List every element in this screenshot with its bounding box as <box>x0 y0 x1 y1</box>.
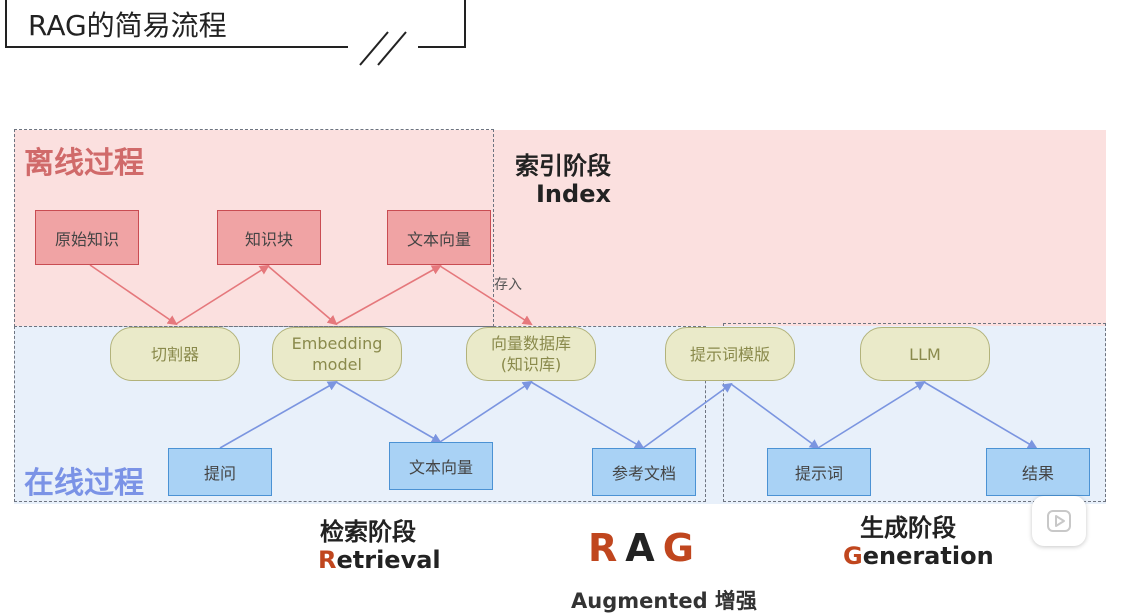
generation-first-letter: G <box>843 542 863 570</box>
retrieval-rest: etrieval <box>336 546 441 574</box>
rag-acronym: RAG <box>588 526 702 570</box>
edge-label-store: 存入 <box>494 277 522 293</box>
node-online-text-vector: 文本向量 <box>389 442 493 490</box>
vector-db-line-2: (知识库) <box>500 355 562 374</box>
play-icon <box>1047 510 1071 532</box>
index-stage-subtitle: Index <box>536 180 611 208</box>
rag-letter-a: A <box>625 526 663 570</box>
offline-process-label: 离线过程 <box>24 146 144 181</box>
generation-region-frame <box>723 323 1106 502</box>
vector-db-line-1: 向量数据库 <box>490 334 571 353</box>
retrieval-first-letter: R <box>318 546 337 574</box>
node-raw-knowledge: 原始知识 <box>35 210 139 265</box>
arrow-llm-to-result <box>923 381 1038 450</box>
arrow-textvec-to-vectordb <box>439 265 533 326</box>
arrow-refdocs-to-template <box>642 382 733 449</box>
augmented-label: Augmented 增强 <box>571 589 757 613</box>
node-reference-documents: 参考文档 <box>592 448 696 496</box>
node-embedding-model: Embedding model <box>272 327 402 381</box>
node-offline-text-vectors: 文本向量 <box>387 210 491 265</box>
offline-band <box>14 130 1106 326</box>
generation-stage-subtitle: Generation <box>843 542 994 570</box>
rag-letter-r: R <box>588 526 626 570</box>
embedding-line-1: Embedding <box>291 334 383 353</box>
generation-stage-title: 生成阶段 <box>860 514 956 542</box>
arrow-template-to-prompt <box>730 383 820 450</box>
retrieval-stage-title: 检索阶段 <box>320 518 416 546</box>
arrow-online-textvec-to-vectordb <box>439 380 533 443</box>
node-result: 结果 <box>986 448 1090 496</box>
node-splitter: 切割器 <box>110 327 240 381</box>
node-question: 提问 <box>168 448 272 496</box>
node-prompt-template: 提示词模版 <box>665 327 795 381</box>
node-llm: LLM <box>860 327 990 381</box>
arrow-splitter-to-chunks <box>175 264 270 325</box>
title-slash-marks <box>359 31 407 66</box>
embedding-line-2: model <box>312 355 362 374</box>
retrieval-region-frame <box>14 326 706 502</box>
node-knowledge-chunks: 知识块 <box>217 210 321 265</box>
arrow-embedding-to-textvec <box>335 265 442 325</box>
node-vector-database: 向量数据库 (知识库) <box>466 327 596 381</box>
generation-rest: eneration <box>862 542 994 570</box>
arrow-vectordb-to-refdocs <box>530 381 645 450</box>
rag-letter-g: G <box>662 526 702 570</box>
arrow-raw-to-splitter <box>89 264 178 326</box>
title-box-gap <box>348 44 418 52</box>
arrow-chunks-to-embedding <box>267 265 338 326</box>
arrow-prompt-to-llm <box>817 380 926 449</box>
arrow-question-to-embedding <box>219 381 338 449</box>
node-prompt: 提示词 <box>767 448 871 496</box>
play-button[interactable] <box>1032 496 1086 546</box>
online-process-label: 在线过程 <box>24 466 144 501</box>
title-box <box>5 0 466 48</box>
index-stage-title: 索引阶段 <box>515 152 611 180</box>
arrow-embedding-to-online-textvec <box>335 381 442 443</box>
retrieval-stage-subtitle: Retrieval <box>318 546 441 574</box>
page-title: RAG的简易流程 <box>28 9 227 42</box>
